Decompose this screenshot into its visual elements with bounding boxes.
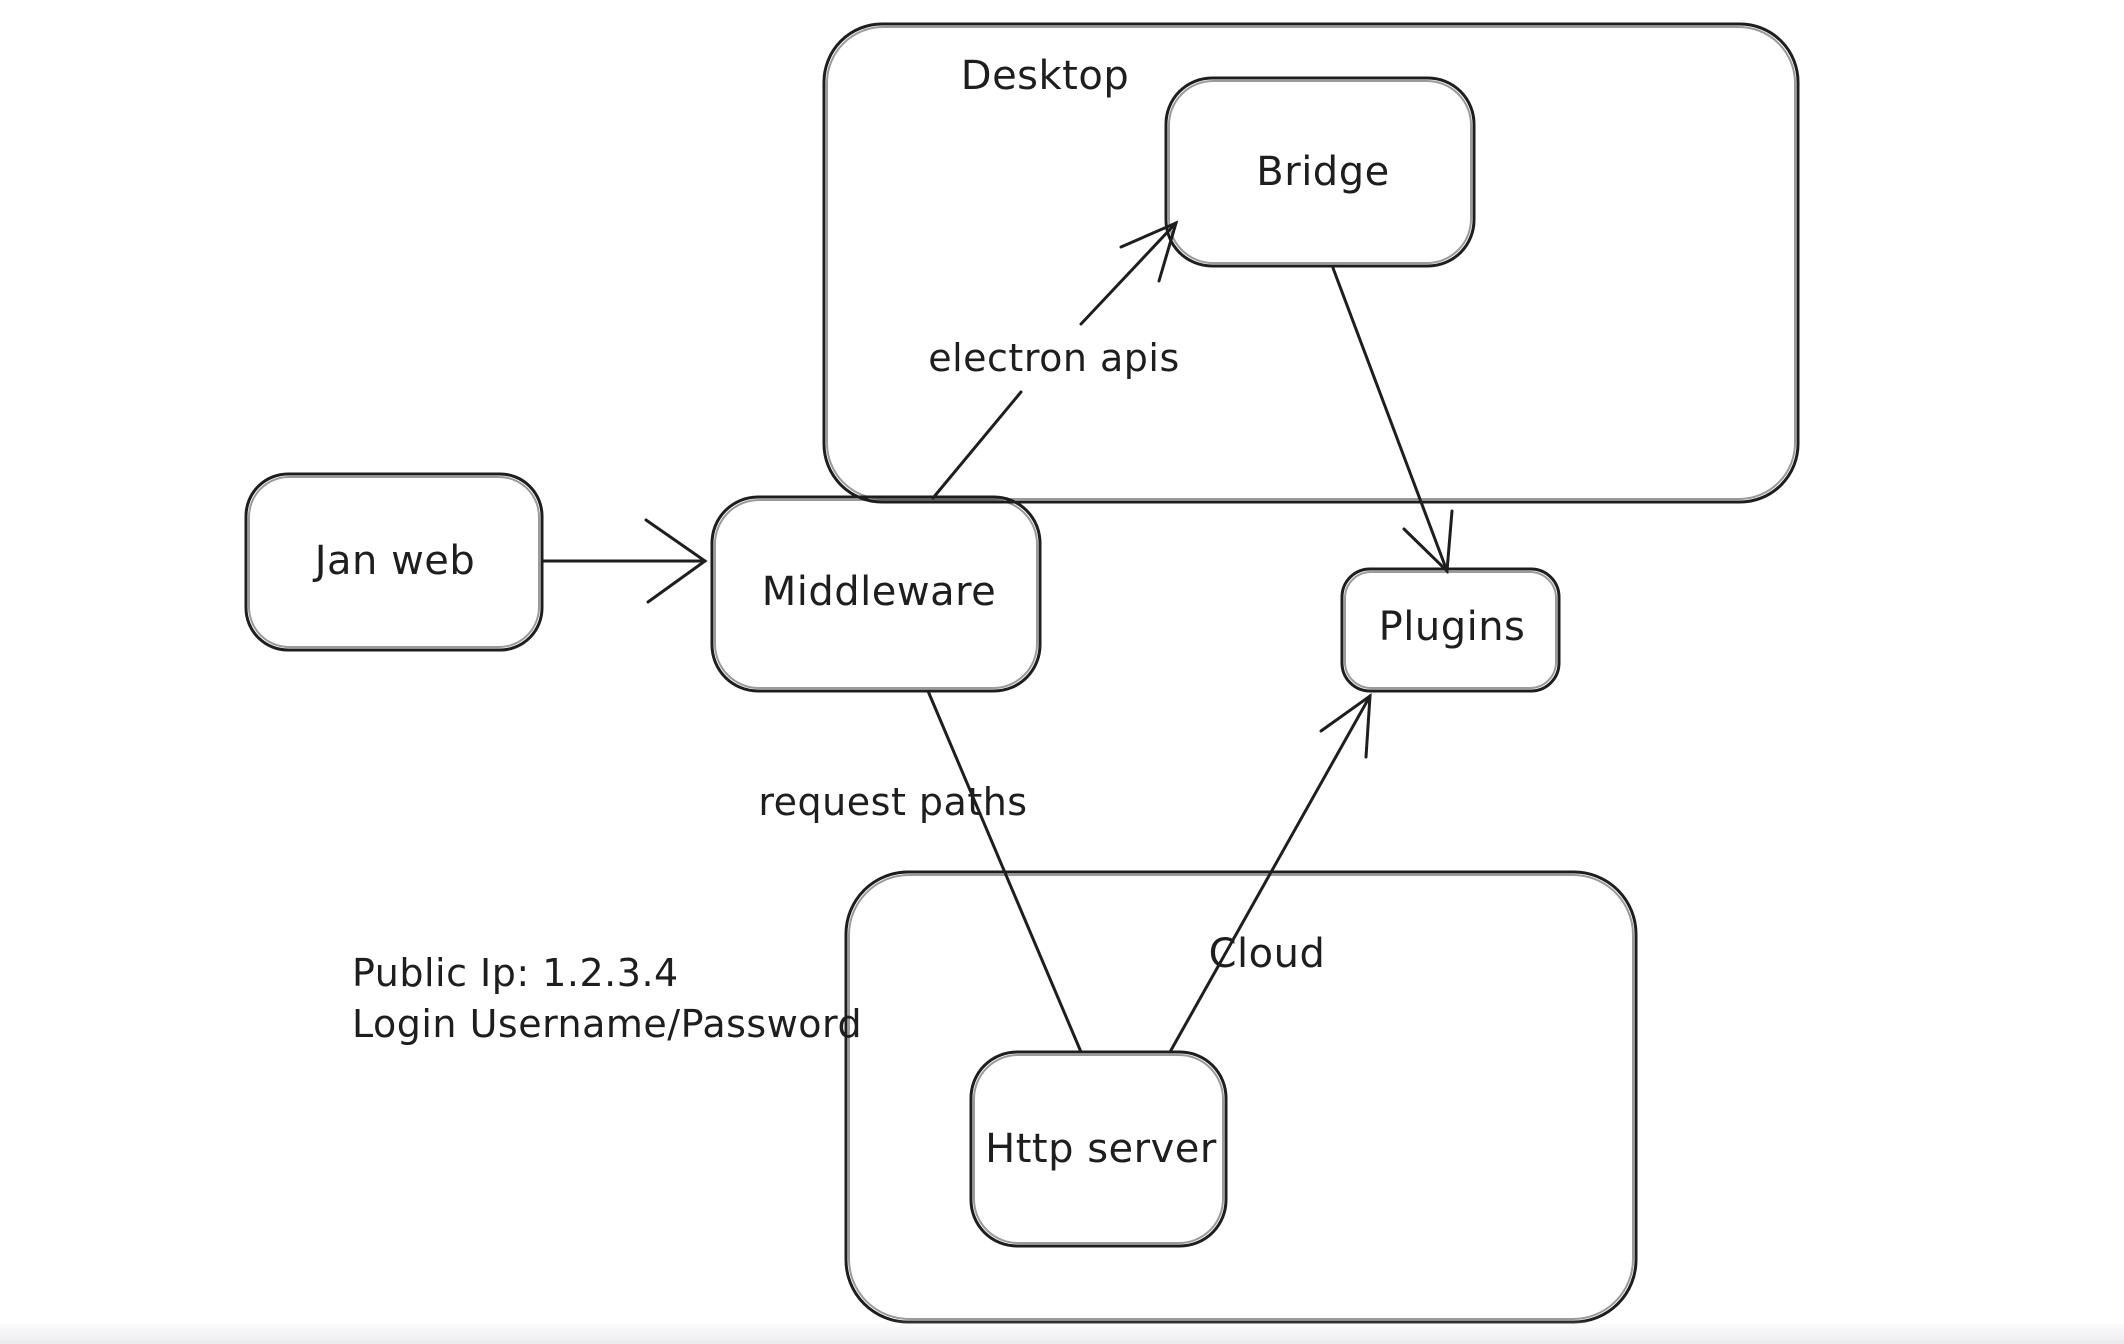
edge-middleware-to-bridge-line-upper[interactable] [1079,221,1178,326]
edge-middleware-to-bridge-label[interactable]: electron apis [928,336,1180,380]
plugins-node-sketch-stroke [1344,571,1557,689]
edge-middleware-to-httpserver-line[interactable] [926,689,1083,1054]
http-server-node-shape[interactable] [969,1050,1228,1248]
desktop-container-sketch-stroke [826,26,1796,500]
bridge-node-shape[interactable] [1164,76,1476,268]
plugins-node-label: Plugins [1378,604,1526,650]
http-server-node-sketch-stroke [973,1054,1224,1244]
bridge-node-sketch-stroke [1168,80,1472,264]
edge-bridge-to-plugins-line[interactable] [1331,266,1449,573]
http-server-node-label: Http server [985,1126,1217,1172]
bridge-node-label: Bridge [1256,149,1390,195]
jan-web-node-sketch-stroke [248,476,540,648]
edge-middleware-to-httpserver-label[interactable]: request paths [758,780,1028,824]
edge-bridge-to-plugins-arrowhead [1402,509,1454,575]
middleware-node-sketch-stroke [714,499,1038,689]
cloud-container-label: Cloud [1208,931,1326,977]
credentials-note[interactable]: Public Ip: 1.2.3.4 Login Username/Passwo… [352,951,863,1046]
cloud-container-sketch-stroke [848,874,1634,1320]
edge-httpserver-to-plugins-line[interactable] [1168,694,1372,1054]
middleware-node-label: Middleware [761,569,997,615]
middleware-node-shape[interactable] [710,495,1042,693]
edge-middleware-to-bridge-arrowhead [1119,220,1179,283]
desktop-container-label: Desktop [960,53,1130,99]
edge-janweb-to-middleware-arrowhead [644,518,708,604]
desktop-container-shape[interactable] [822,22,1800,504]
edge-middleware-to-bridge-line[interactable] [931,390,1023,500]
jan-web-node-label: Jan web [314,538,476,584]
plugins-node-shape[interactable] [1340,567,1561,693]
edge-httpserver-to-plugins-arrowhead [1319,692,1372,759]
